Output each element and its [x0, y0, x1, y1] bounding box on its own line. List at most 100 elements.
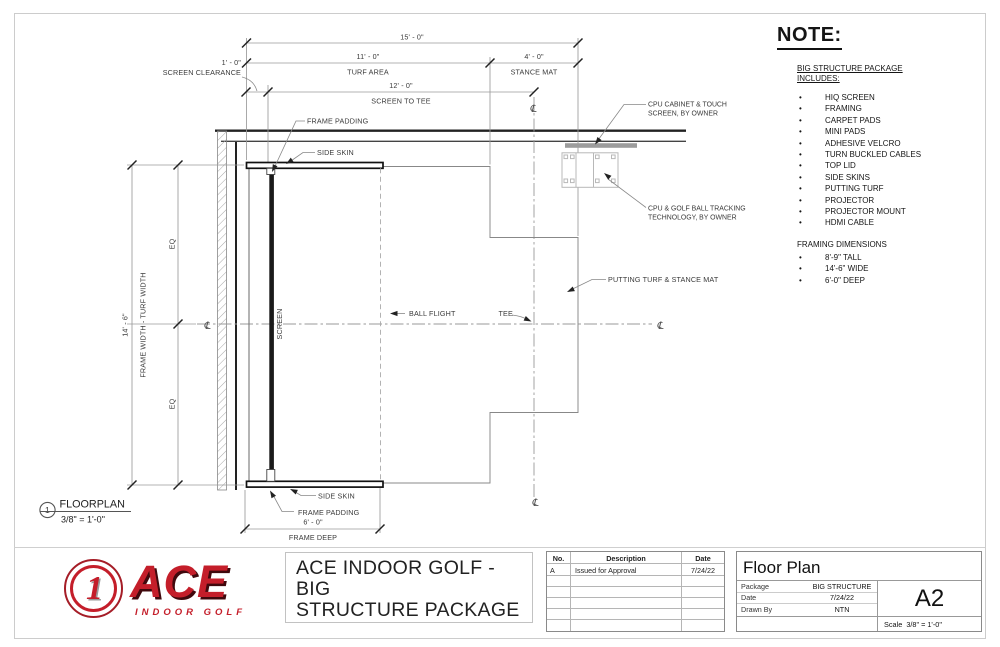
list-item: TURN BUCKLED CABLES: [797, 149, 982, 161]
field-date: Date 7/24/22: [737, 593, 877, 605]
list-item: ADHESIVE VELCRO: [797, 138, 982, 150]
dim-overall: 15' - 0": [400, 33, 424, 42]
left-wall: [217, 130, 237, 491]
list-item: TOP LID: [797, 160, 982, 172]
label-frame-padding-bottom: FRAME PADDING: [298, 508, 360, 517]
view-name: FLOORPLAN: [60, 499, 125, 511]
dim-turf-area-label: TURF AREA: [347, 68, 389, 77]
putting-turf-outline: [248, 166, 579, 484]
table-row: [547, 598, 724, 609]
revision-date: 7/24/22: [691, 566, 715, 575]
list-item: MINI PADS: [797, 126, 982, 138]
sheet-border: [14, 13, 986, 639]
table-row: [547, 620, 724, 631]
list-item: FRAMING: [797, 103, 982, 115]
dim-stance-label: STANCE MAT: [511, 68, 558, 77]
logo-numeral: 1: [86, 569, 103, 607]
list-item: 8'-9" TALL: [797, 252, 982, 264]
package-includes-list: HIQ SCREEN FRAMING CARPET PADS MINI PADS…: [797, 92, 982, 229]
label-cpu-cabinet-1: CPU CABINET & TOUCH: [648, 102, 727, 109]
revision-table: No. Description Date A Issued for Approv…: [546, 551, 725, 632]
label-side-skin-top: SIDE SKIN: [317, 148, 354, 157]
frame-padding-bottom-joint: [266, 469, 276, 482]
list-item: HDMI CABLE: [797, 217, 982, 229]
project-title-box: ACE INDOOR GOLF - BIG STRUCTURE PACKAGE: [285, 552, 533, 623]
list-item: PUTTING TURF: [797, 183, 982, 195]
title-strip-divider: [14, 547, 985, 548]
extension-lines: [127, 38, 579, 533]
note-subtitle: BIG STRUCTURE PACKAGE INCLUDES:: [797, 64, 903, 83]
note-panel: NOTE: BIG STRUCTURE PACKAGE INCLUDES: HI…: [777, 24, 982, 287]
cpu-cabinet: [561, 143, 637, 188]
sheet-info-block: Floor Plan Package BIG STRUCTURE Date 7/…: [736, 551, 982, 632]
dim-clearance-label: SCREEN CLEARANCE: [163, 68, 241, 77]
company-logo: 1 ACE INDOOR GOLF: [64, 556, 242, 622]
dim-eq-top: EQ: [168, 238, 177, 249]
dim-frame-width-value: 14' - 6": [121, 313, 130, 337]
screen-bar: [269, 174, 274, 470]
side-skin-bottom-bar: [245, 480, 384, 488]
list-item: CARPET PADS: [797, 115, 982, 127]
label-ball-flight: BALL FLIGHT: [409, 309, 456, 318]
label-tee: TEE: [499, 309, 513, 318]
dim-turf-area-value: 11' - 0": [357, 52, 380, 61]
list-item: PROJECTOR: [797, 195, 982, 207]
logo-inner-ring: [70, 565, 117, 612]
framing-dimensions-list: 8'-9" TALL 14'-6" WIDE 6'-0" DEEP: [797, 252, 982, 287]
centerline-symbol-bottom: ℄: [532, 498, 539, 509]
frame-padding-top-joint: [266, 167, 276, 175]
floor-plan-drawing: ℄ ℄ ℄ ℄: [39, 33, 746, 542]
label-putting-turf: PUTTING TURF & STANCE MAT: [608, 275, 719, 284]
sheet-number: A2: [914, 584, 945, 612]
list-item: 14'-6" WIDE: [797, 263, 982, 275]
logo-brand-text: ACE: [130, 556, 229, 607]
side-skin-top-bar: [245, 161, 384, 170]
label-cpu-tracking-2: TECHNOLOGY, BY OWNER: [648, 215, 737, 222]
label-frame-padding-top: FRAME PADDING: [307, 117, 369, 126]
label-cpu-cabinet-2: SCREEN, BY OWNER: [648, 111, 718, 118]
note-title: NOTE:: [777, 24, 842, 50]
view-scale: 3/8" = 1'-0": [61, 515, 105, 525]
revision-description: Issued for Approval: [571, 564, 682, 575]
list-item: HIQ SCREEN: [797, 92, 982, 104]
col-no: No.: [547, 552, 571, 563]
label-side-skin-bottom: SIDE SKIN: [318, 492, 355, 501]
label-cpu-tracking-1: CPU & GOLF BALL TRACKING: [648, 206, 746, 213]
table-row: [547, 587, 724, 598]
label-screen: SCREEN: [275, 309, 284, 340]
field-drawn-by: Drawn By NTN: [741, 605, 850, 615]
list-item: SIDE SKINS: [797, 172, 982, 184]
leader-lines: [241, 76, 647, 512]
dim-clearance-value: 1' - 0": [222, 58, 242, 67]
view-title: 1 FLOORPLAN 3/8" = 1'-0": [39, 499, 131, 525]
dim-screen-to-tee-label: SCREEN TO TEE: [371, 97, 431, 106]
dim-stance-value: 4' - 0": [524, 52, 544, 61]
logo-tagline: INDOOR GOLF: [135, 607, 247, 618]
table-row: [547, 609, 724, 620]
list-item: PROJECTOR MOUNT: [797, 206, 982, 218]
col-date: Date: [695, 554, 711, 563]
col-description: Description: [571, 552, 682, 563]
dim-frame-width-label: FRAME WIDTH - TURF WIDTH: [139, 272, 148, 377]
touch-screen-bar: [565, 143, 637, 148]
table-row: A Issued for Approval 7/24/22: [547, 564, 724, 576]
table-row: [547, 576, 724, 587]
dim-frame-deep-value: 6' - 0": [303, 518, 323, 527]
back-wall: [215, 129, 686, 142]
revision-no: A: [547, 564, 571, 575]
sheet-fields: Package BIG STRUCTURE Date 7/24/22 Drawn…: [737, 581, 878, 616]
framing-dimensions-title: FRAMING DIMENSIONS: [797, 239, 887, 249]
sheet-scale: Scale 3/8" = 1'-0": [884, 620, 942, 629]
dimension-ticks: [126, 37, 584, 535]
dim-screen-to-tee-value: 12' - 0": [389, 81, 413, 90]
project-title-line1: ACE INDOOR GOLF - BIG: [296, 557, 496, 600]
project-title-line2: STRUCTURE PACKAGE: [296, 599, 520, 621]
view-number: 1: [45, 505, 50, 515]
frame-structure: [245, 161, 384, 488]
centerline-symbol-right: ℄: [657, 321, 664, 332]
sheet-view-name: Floor Plan: [737, 552, 981, 581]
dim-frame-deep-label: FRAME DEEP: [289, 533, 337, 542]
dim-eq-bottom: EQ: [168, 398, 177, 409]
revision-header-row: No. Description Date: [547, 552, 724, 564]
scale-spacer: [737, 617, 878, 631]
